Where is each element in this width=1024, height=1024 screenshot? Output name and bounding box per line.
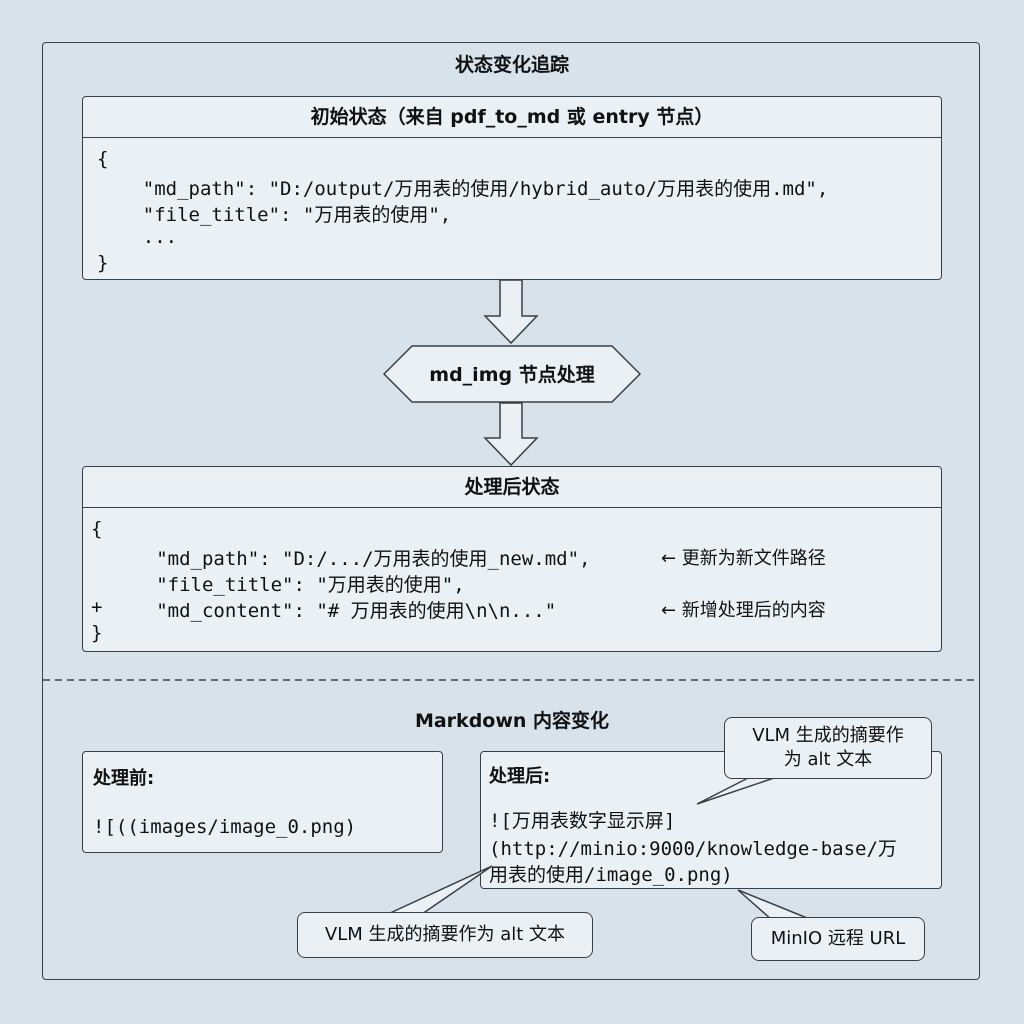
callout-minio-url: MinIO 远程 URL bbox=[751, 917, 925, 961]
after-line-1: "md_path": "D:/.../万用表的使用_new.md", bbox=[99, 548, 591, 570]
added-line-marker: + bbox=[91, 596, 103, 618]
down-arrow-2 bbox=[483, 402, 539, 467]
initial-line-2: "file_title": "万用表的使用", bbox=[97, 204, 452, 226]
diagram-title: 状态变化追踪 bbox=[454, 54, 569, 76]
after-state-box: 处理后状态 { "md_path": "D:/.../万用表的使用_new.md… bbox=[82, 466, 942, 652]
initial-state-box: 初始状态（来自 pdf_to_md 或 entry 节点） { "md_path… bbox=[82, 96, 942, 280]
initial-line-0: { bbox=[97, 148, 109, 170]
callout-top-line-1: 为 alt 文本 bbox=[783, 749, 873, 770]
annotation-path-updated: ← 更新为新文件路径 bbox=[661, 548, 826, 569]
callout-top-line-0: VLM 生成的摘要作 bbox=[752, 725, 904, 746]
markdown-section-title: Markdown 内容变化 bbox=[414, 710, 610, 732]
after-line-0: { bbox=[91, 518, 103, 540]
state-tracking-frame bbox=[42, 42, 980, 980]
process-hexagon bbox=[382, 345, 642, 403]
after-label: 处理后: bbox=[489, 766, 551, 787]
annotation-content-added: ← 新增处理后的内容 bbox=[661, 600, 826, 621]
after-line-4: } bbox=[91, 622, 103, 644]
before-markdown-box: 处理前: ![((images/image_0.png) bbox=[82, 751, 443, 853]
top-callout-pointer bbox=[696, 775, 781, 805]
initial-line-1: "md_path": "D:/output/万用表的使用/hybrid_auto… bbox=[97, 178, 829, 200]
initial-state-header: 初始状态（来自 pdf_to_md 或 entry 节点） bbox=[83, 97, 941, 138]
left-callout-pointer bbox=[387, 865, 493, 915]
after-markdown-box: 处理后: ![万用表数字显示屏] (http://minio:9000/know… bbox=[480, 751, 942, 889]
after-code-line-0: ![万用表数字显示屏] bbox=[489, 810, 676, 832]
after-code-line-1: (http://minio:9000/knowledge-base/万 bbox=[489, 838, 897, 860]
initial-line-3: ... bbox=[97, 226, 178, 248]
before-label: 处理前: bbox=[93, 768, 155, 789]
before-code: ![((images/image_0.png) bbox=[93, 816, 357, 838]
after-code-line-2: 用表的使用/image_0.png) bbox=[489, 864, 733, 886]
callout-alt-text-top: VLM 生成的摘要作 为 alt 文本 bbox=[724, 717, 932, 779]
right-callout-pointer bbox=[737, 889, 813, 921]
callout-alt-text-bottom: VLM 生成的摘要作为 alt 文本 bbox=[297, 912, 593, 958]
process-node-label: md_img 节点处理 bbox=[429, 364, 595, 386]
after-line-2: "file_title": "万用表的使用", bbox=[99, 574, 465, 596]
initial-line-4: } bbox=[97, 252, 109, 274]
after-line-3: "md_content": "# 万用表的使用\n\n..." bbox=[99, 600, 557, 622]
after-state-header: 处理后状态 bbox=[83, 467, 941, 508]
down-arrow-1 bbox=[483, 279, 539, 345]
